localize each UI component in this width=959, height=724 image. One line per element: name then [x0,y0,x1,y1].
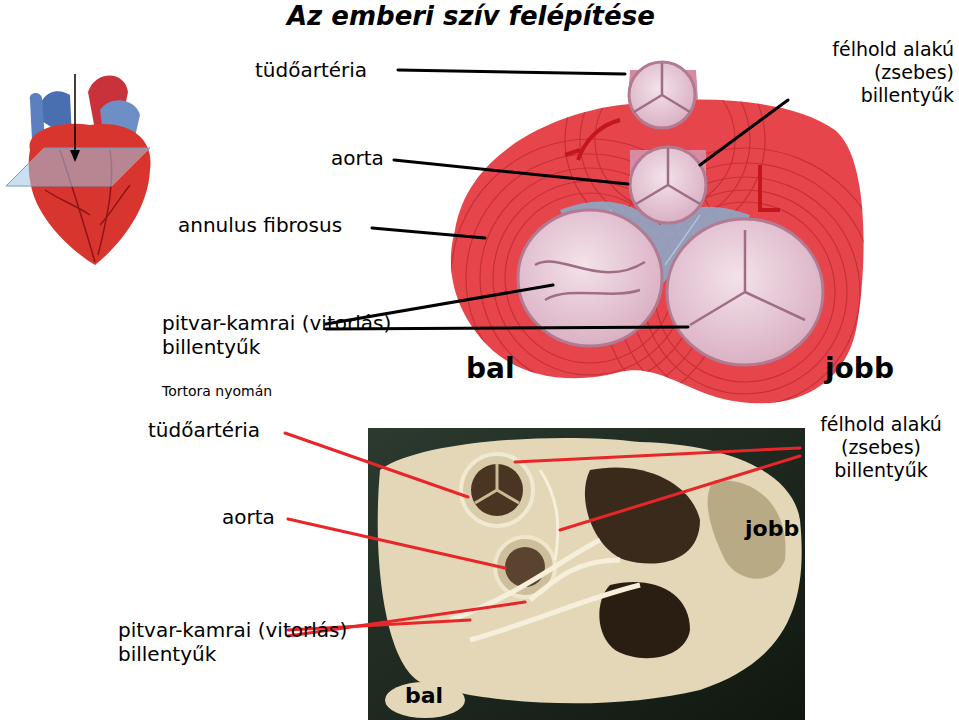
vessel-label: tüdőartéria [148,418,260,442]
valve-plane-illustration [690,230,805,325]
valve-plane-illustration [629,62,695,128]
specimen-photo [475,464,519,503]
side-label: bal [405,683,443,709]
valve-plane-illustration [760,165,780,210]
specimen-photo [378,438,802,703]
valve-plane-illustration [636,148,700,204]
source-note: Tortora nyomán [162,383,272,400]
valve-label: félhold alakú (zsebes) billentyűk [794,38,954,106]
vessel-label: aorta [222,505,275,529]
specimen-photo [471,464,523,516]
valve-label: pitvar-kamrai (vitorlás) billentyűk [162,311,412,359]
part-label: annulus fibrosus [178,213,342,237]
leader-lines [372,228,485,238]
specimen-photo [385,682,465,718]
valve-plane-illustration [580,55,750,225]
specimen-photo [540,470,558,560]
leader-lines [700,100,788,165]
valve-plane-illustration [634,63,690,112]
heart-thumbnail [29,124,151,265]
valve-label: félhold alakú (zsebes) billentyűk [805,413,957,481]
leader-lines-red [515,448,800,462]
valve-plane-illustration [518,210,662,346]
heart-thumbnail [70,150,80,162]
valve-plane-illustration [451,40,889,436]
leader-lines [398,70,625,74]
vessel-label: aorta [331,146,384,170]
valve-plane-illustration [535,262,645,300]
side-label: jobb [745,516,799,542]
valve-plane-illustration [565,120,620,160]
specimen-photo [368,428,805,720]
valve-label: pitvar-kamrai (vitorlás) billentyűk [118,618,368,666]
valve-plane-illustration [451,40,889,436]
valve-plane-illustration [667,219,823,365]
valve-plane-illustration [630,147,706,223]
side-label: bal [466,352,515,386]
leader-lines-red [285,433,468,497]
specimen-photo [461,454,533,526]
leader-lines-red [285,433,800,636]
title: Az emberi szív felépítése [287,1,655,31]
heart-thumbnail [6,74,151,265]
vessel-label: tüdőartéria [255,58,367,82]
leader-lines [326,70,788,329]
heart-thumbnail [74,74,76,158]
specimen-photo [368,428,805,720]
valve-plane-illustration [451,100,864,404]
leader-lines [394,160,628,184]
leader-lines-red [288,519,505,568]
side-label: jobb [825,352,894,386]
specimen-photo [450,540,640,640]
specimen-photo [505,547,545,587]
heart-thumbnail [6,148,150,186]
